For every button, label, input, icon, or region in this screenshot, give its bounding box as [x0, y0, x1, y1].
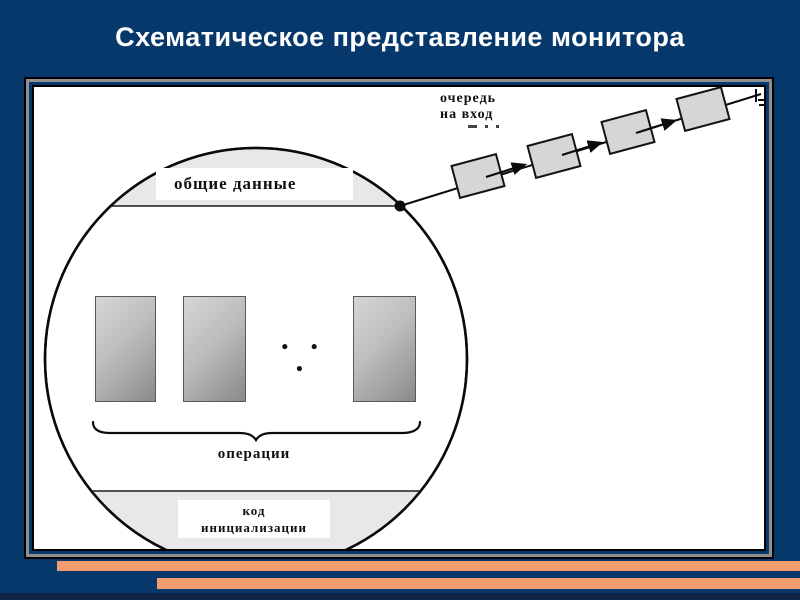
queue-node-box-3: [600, 108, 656, 156]
accent-bar-bottom: [157, 578, 800, 589]
diagram-frame-gray-border: общие данные очередь на вход • • •: [26, 79, 772, 557]
shared-data-label: общие данные: [156, 168, 353, 200]
operation-rect-2: [183, 296, 246, 402]
init-code-line1: код: [242, 503, 266, 518]
operations-label: операции: [217, 446, 291, 462]
accent-bar-top: [57, 561, 800, 571]
queue-arrow-3: [635, 118, 678, 135]
operation-rect-1: [95, 296, 156, 402]
queue-label-line1: очередь: [440, 91, 497, 106]
init-code-label: код инициализации: [178, 500, 330, 538]
ground-terminator-icon: [755, 89, 764, 106]
queue-node-box-1: [450, 152, 506, 200]
operations-brace: [91, 420, 422, 443]
queue-node-box-2: [526, 132, 582, 180]
queue-node-box-4: [675, 87, 731, 133]
clipped-text-artifact: [468, 125, 528, 129]
queue-label: очередь на вход: [440, 91, 496, 123]
queue-arrow-1: [485, 162, 528, 179]
monitor-circle-outline: [43, 146, 469, 549]
queue-label-line2: на вход: [440, 107, 494, 122]
slide-title: Схематическое представление монитора: [115, 22, 685, 52]
init-code-line2: инициализации: [200, 520, 308, 535]
bottom-dark-strip: [0, 593, 800, 600]
diagram-frame: общие данные очередь на вход • • •: [24, 77, 774, 559]
operations-ellipsis: • • •: [281, 337, 327, 380]
queue-arrow-2: [561, 140, 604, 157]
queue-attachment-dot: [394, 200, 406, 212]
operation-rect-3: [353, 296, 416, 402]
diagram-frame-inner: общие данные очередь на вход • • •: [32, 85, 766, 551]
diagram-canvas: общие данные очередь на вход • • •: [34, 87, 764, 549]
